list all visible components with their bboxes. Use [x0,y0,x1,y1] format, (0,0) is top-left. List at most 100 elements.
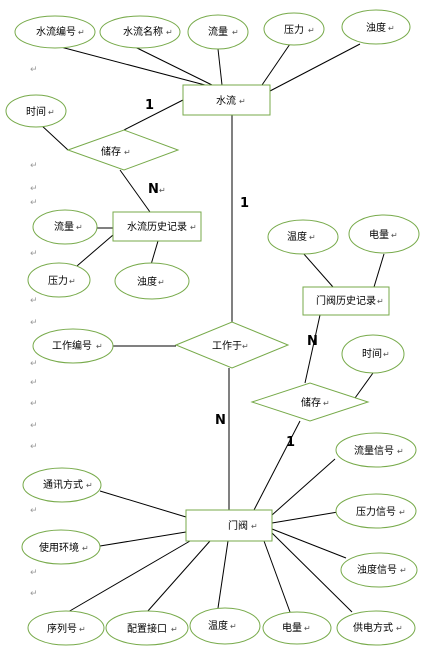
attr-power[interactable]: 电量 [262,611,332,645]
edit-mark: ↵ [86,481,93,490]
connectors [39,43,385,613]
edge-store-valve [253,420,301,511]
edit-mark: ↵ [239,97,246,106]
edit-mark: ↵ [400,566,407,575]
attr-usage-env[interactable]: 使用环境 [21,529,101,565]
edit-mark: ↵ [96,342,103,351]
edit-mark: ↵ [171,625,178,634]
entity-water-flow[interactable]: 水流 [182,84,271,116]
attr-time-right[interactable]: 时间 [341,334,405,374]
attr-hist-turbidity[interactable]: 浊度 [114,262,190,300]
edge-config [146,540,211,613]
edge-serial [67,540,191,613]
edit-mark: ↵ [242,342,249,351]
relationship-store-right[interactable]: 储存 [250,382,370,422]
cardinality-water-work: 1 [240,196,249,211]
edit-mark: ↵ [166,28,173,37]
edit-marks: ↵ ↵ ↵ ↵ ↵ ↵ ↵ ↵ ↵ ↵ ↵ ↵ ↵ ↵ ↵ ↵ ↵ ↵ ↵ ↵ … [48,24,407,634]
edit-mark: ↵ [309,233,316,242]
attr-turbidity-signal-label: 浊度信号 [357,563,397,576]
edge-water-id [56,45,206,86]
paragraph-mark: ↵ [30,399,38,409]
edit-mark: ↵ [388,24,395,33]
attr-flow-signal-label: 流量信号 [354,444,394,457]
edge-turbidity-signal [271,528,347,559]
attr-hist-pressure-label: 压力 [48,274,68,287]
relationship-work-in-label: 工作于 [212,340,242,352]
entity-valve-history-label: 门阀历史记录 [316,294,376,307]
paragraph-mark: ↵ [30,359,38,369]
relationship-work-in[interactable]: 工作于 [174,321,290,369]
attr-pressure-label: 压力 [284,23,304,36]
edge-supply [271,532,353,613]
attr-water-name-label: 水流名称 [123,25,163,38]
attr-pressure-signal[interactable]: 压力信号 [335,493,417,529]
entity-valve[interactable]: 门阀 [185,509,273,542]
attr-hist-flow-label: 流量 [54,220,74,233]
edge-vh-power [373,253,385,288]
attr-serial-no-label: 序列号 [47,622,77,635]
attr-water-id-label: 水流编号 [36,25,76,38]
edge-vh-temp [302,252,334,288]
attr-valve-temp[interactable]: 温度 [267,219,339,255]
edit-mark: ↵ [377,297,384,306]
edge-flow [217,48,223,86]
paragraph-mark: ↵ [30,198,38,208]
edit-mark: ↵ [190,223,197,232]
attr-temp[interactable]: 温度 [189,607,261,645]
edge-pressure-signal [271,511,339,524]
attr-hist-pressure[interactable]: 压力 [27,262,91,298]
entity-valve-history[interactable]: 门阀历史记录 [302,286,390,316]
cardinality-water-store: 1 [145,98,154,113]
edge-store-history [119,169,151,213]
edit-mark: ↵ [79,625,86,634]
paragraph-mark: ↵ [30,249,38,259]
attr-power-label: 电量 [282,621,302,634]
edit-mark: ↵ [48,108,55,117]
edge-time-store-right [354,372,374,399]
attr-valve-power[interactable]: 电量 [348,214,420,254]
edit-mark: ↵ [230,622,237,631]
edit-mark: ↵ [323,399,330,408]
paragraph-mark: ↵ [30,318,38,328]
edit-mark: ↵ [383,350,390,359]
attr-hist-turbidity-label: 浊度 [137,275,157,288]
attr-flow-label: 流量 [208,25,228,38]
relationship-store-right-label: 储存 [301,396,321,409]
edit-mark: ↵ [397,447,404,456]
edit-mark: ↵ [124,148,131,157]
attr-config-port[interactable]: 配置接口 [105,610,189,646]
edge-temp [217,540,229,609]
attr-serial-no[interactable]: 序列号 [27,610,105,646]
attr-temp-label: 温度 [208,619,228,632]
edge-flow-signal [271,458,336,516]
attr-power-supply[interactable]: 供电方式 [336,610,416,646]
attr-comm-mode[interactable]: 通讯方式 [22,467,102,503]
edge-turbidity [269,43,361,92]
edit-mark: ↵ [76,223,83,232]
edit-mark: ↵ [232,28,239,37]
attr-comm-mode-label: 通讯方式 [43,478,83,491]
relationship-store-top[interactable]: 储存 [66,129,180,171]
attr-hist-flow[interactable]: 流量 [32,209,98,245]
attr-pressure[interactable]: 压力 [263,12,325,46]
paragraph-mark: ↵ [30,421,38,431]
attr-flow[interactable]: 流量 [187,14,249,50]
attr-turbidity-label: 浊度 [366,21,386,34]
edit-mark: ↵ [304,624,311,633]
cardinality-store-valve: 1 [286,435,295,450]
attr-config-port-label: 配置接口 [127,622,167,635]
attr-work-id[interactable]: 工作编号 [32,328,114,364]
paragraph-mark: ↵ [30,184,38,194]
paragraph-mark: ↵ [30,506,38,516]
attr-usage-env-label: 使用环境 [39,541,79,554]
paragraph-marks: ↵ ↵ ↵ ↵ ↵ ↵ ↵ ↵ ↵ ↵ ↵ ↵ ↵ ↵ ↵ [30,65,38,599]
attr-turbidity-signal[interactable]: 浊度信号 [340,552,418,588]
attr-water-name[interactable]: 水流名称 [99,15,181,49]
entity-water-history[interactable]: 水流历史记录 [112,211,202,242]
attr-time-left[interactable]: 时间 [5,94,67,128]
paragraph-mark: ↵ [30,442,38,452]
attr-water-id[interactable]: 水流编号 [14,15,96,49]
attr-turbidity[interactable]: 浊度 [341,9,411,45]
attr-flow-signal[interactable]: 流量信号 [335,432,417,468]
